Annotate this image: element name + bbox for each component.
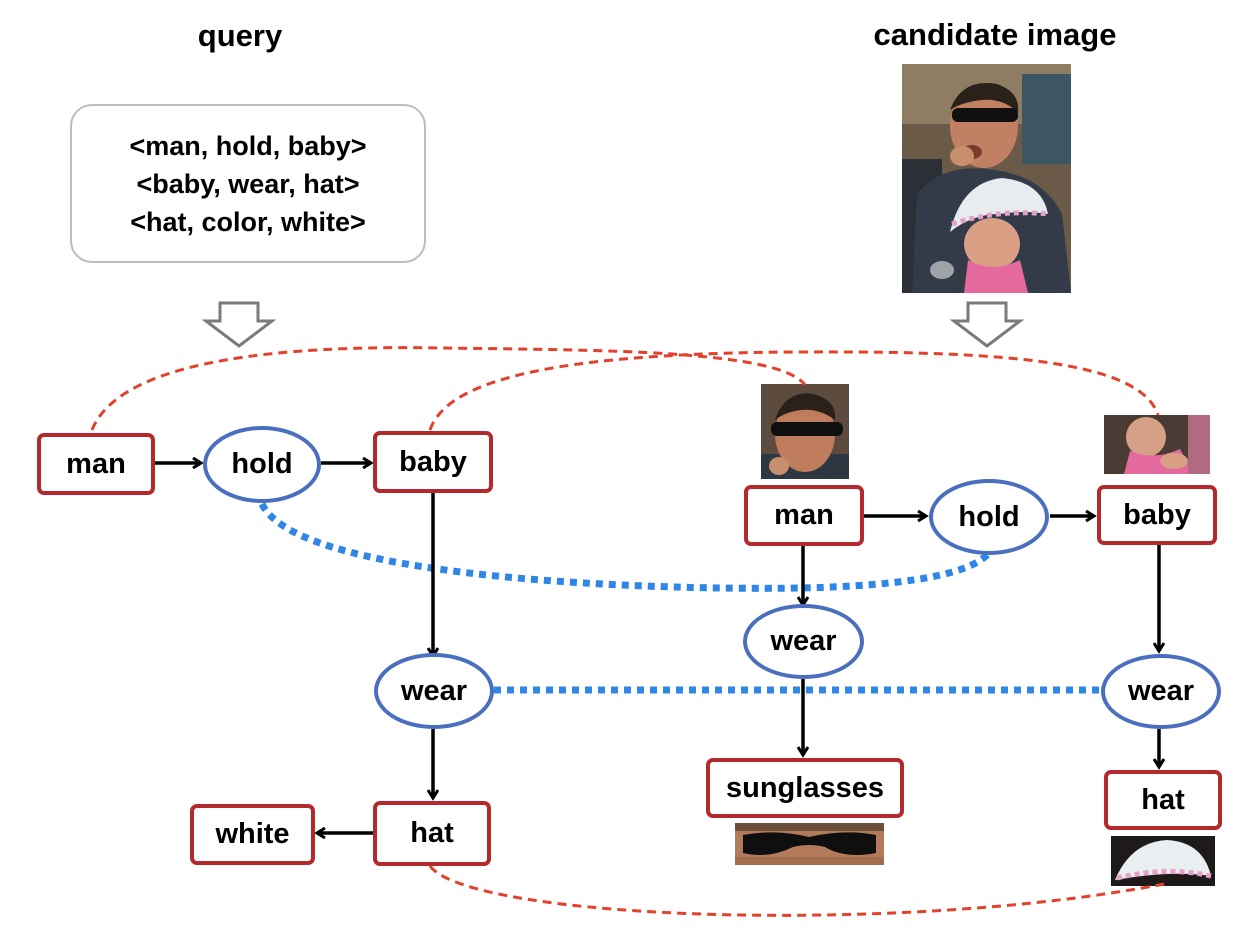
hat-crop-photo (1111, 836, 1215, 886)
image-node-man: man (744, 485, 864, 546)
down-arrow-icon (949, 301, 1025, 348)
query-node-hold: hold (203, 426, 321, 503)
image-node-wear-man: wear (743, 604, 864, 679)
object-match-line-hat (428, 865, 1165, 917)
image-node-hat: hat (1104, 770, 1222, 830)
sunglasses-crop-photo (735, 823, 884, 865)
query-node-man: man (37, 433, 155, 495)
query-node-wear: wear (374, 653, 494, 729)
query-triple: <hat, color, white> (130, 206, 366, 237)
query-triples-box: <man, hold, baby> <baby, wear, hat> <hat… (70, 104, 426, 263)
baby-crop-photo (1104, 415, 1210, 474)
query-node-white: white (190, 804, 315, 865)
man-crop-photo (761, 384, 849, 479)
query-triple: <man, hold, baby> (129, 130, 367, 161)
object-match-line-man (90, 346, 807, 431)
candidate-photo (902, 64, 1071, 293)
image-node-baby: baby (1097, 485, 1217, 545)
candidate-image-title: candidate image (873, 17, 1117, 52)
query-node-baby: baby (373, 431, 493, 493)
query-triple: <baby, wear, hat> (136, 168, 360, 199)
query-title: query (197, 18, 283, 53)
query-node-hat: hat (373, 801, 491, 866)
image-node-sunglasses: sunglasses (706, 758, 904, 818)
object-match-line-baby (428, 350, 1160, 431)
relation-match-line-hold (258, 502, 996, 592)
image-node-wear-baby: wear (1101, 654, 1221, 729)
image-node-hold: hold (929, 479, 1049, 555)
down-arrow-icon (201, 301, 277, 348)
